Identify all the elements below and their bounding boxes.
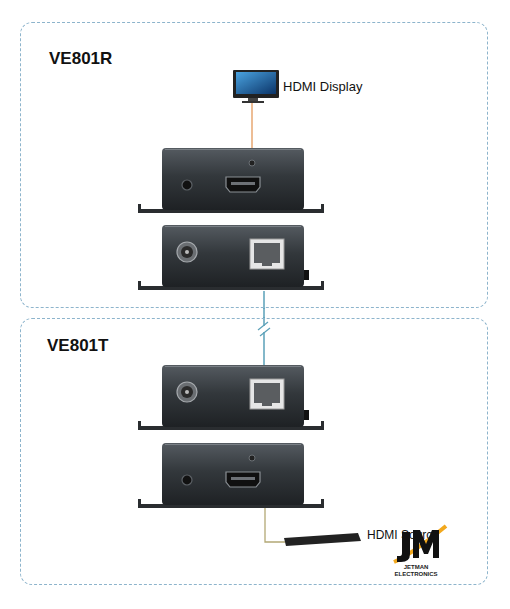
cat-cable-link	[263, 308, 265, 318]
receiver-rj45-side	[138, 225, 324, 290]
hdmi-cable	[265, 508, 285, 542]
monitor-frame	[233, 70, 279, 98]
watermark-text: JETMAN ELECTRONICS	[388, 564, 444, 578]
group-region: VE801R	[20, 22, 488, 308]
hdmi-cable	[251, 103, 252, 148]
unit-name: VE801T	[47, 336, 108, 356]
group-region: VE801T	[20, 318, 488, 585]
transmitter-rj45-side	[138, 365, 324, 430]
cable-break-mark	[260, 328, 270, 336]
receiver-hdmi-side	[138, 148, 324, 213]
monitor-base	[242, 101, 264, 103]
cat-cable	[263, 291, 265, 309]
unit-name: VE801R	[49, 49, 112, 69]
device-label: HDMI Display	[283, 80, 362, 95]
device-label: HDMI Source	[367, 529, 439, 543]
cable-break-mark	[258, 322, 268, 330]
hdmi-display-icon	[233, 70, 279, 103]
transmitter-hdmi-side	[138, 443, 324, 508]
monitor-screen	[236, 72, 276, 94]
monitor-stand	[248, 98, 258, 101]
hdmi-source-device	[284, 533, 361, 546]
